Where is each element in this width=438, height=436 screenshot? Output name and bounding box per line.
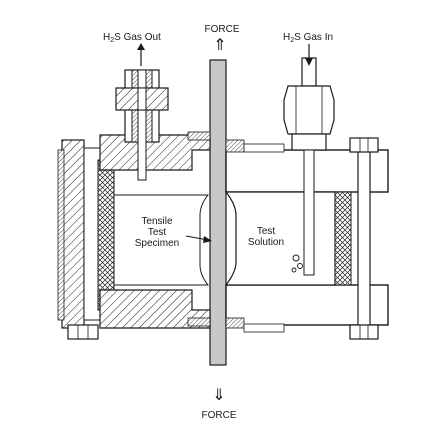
specimen-pointer-arrow xyxy=(185,235,212,243)
right-chamber-body xyxy=(224,137,389,340)
force-down-arrow-icon: ⇓ xyxy=(212,387,226,404)
force-top-label: FORCE xyxy=(204,24,240,35)
gas-out-fitting xyxy=(115,69,169,181)
gas-in-label: H2S Gas In xyxy=(283,32,334,44)
force-bottom-label: FORCE xyxy=(201,410,237,421)
force-up-arrow-icon: ⇑ xyxy=(213,37,227,54)
solution-label: Test Solution xyxy=(247,226,285,248)
gas-in-arrow xyxy=(305,44,313,66)
left-flange-body xyxy=(57,131,211,340)
gas-out-arrow xyxy=(137,43,145,66)
gas-in-fitting xyxy=(283,57,335,276)
specimen-rod xyxy=(209,59,227,366)
specimen-label: Tensile Test Specimen xyxy=(134,216,180,249)
gas-out-label: H2S Gas Out xyxy=(103,32,161,44)
